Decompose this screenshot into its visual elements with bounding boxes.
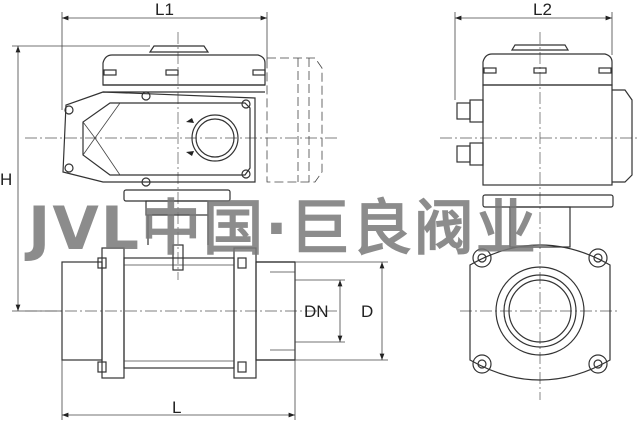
l1-label: L1 [155, 0, 174, 19]
l2-label: L2 [533, 0, 552, 19]
h-label: H [0, 170, 13, 189]
dn-label: DN [304, 302, 329, 321]
l-label: L [172, 398, 182, 417]
side-view [440, 12, 640, 400]
front-view [12, 12, 388, 420]
watermark: JVL中国·巨良阀业 [28, 194, 538, 264]
d-label: D [361, 302, 374, 321]
